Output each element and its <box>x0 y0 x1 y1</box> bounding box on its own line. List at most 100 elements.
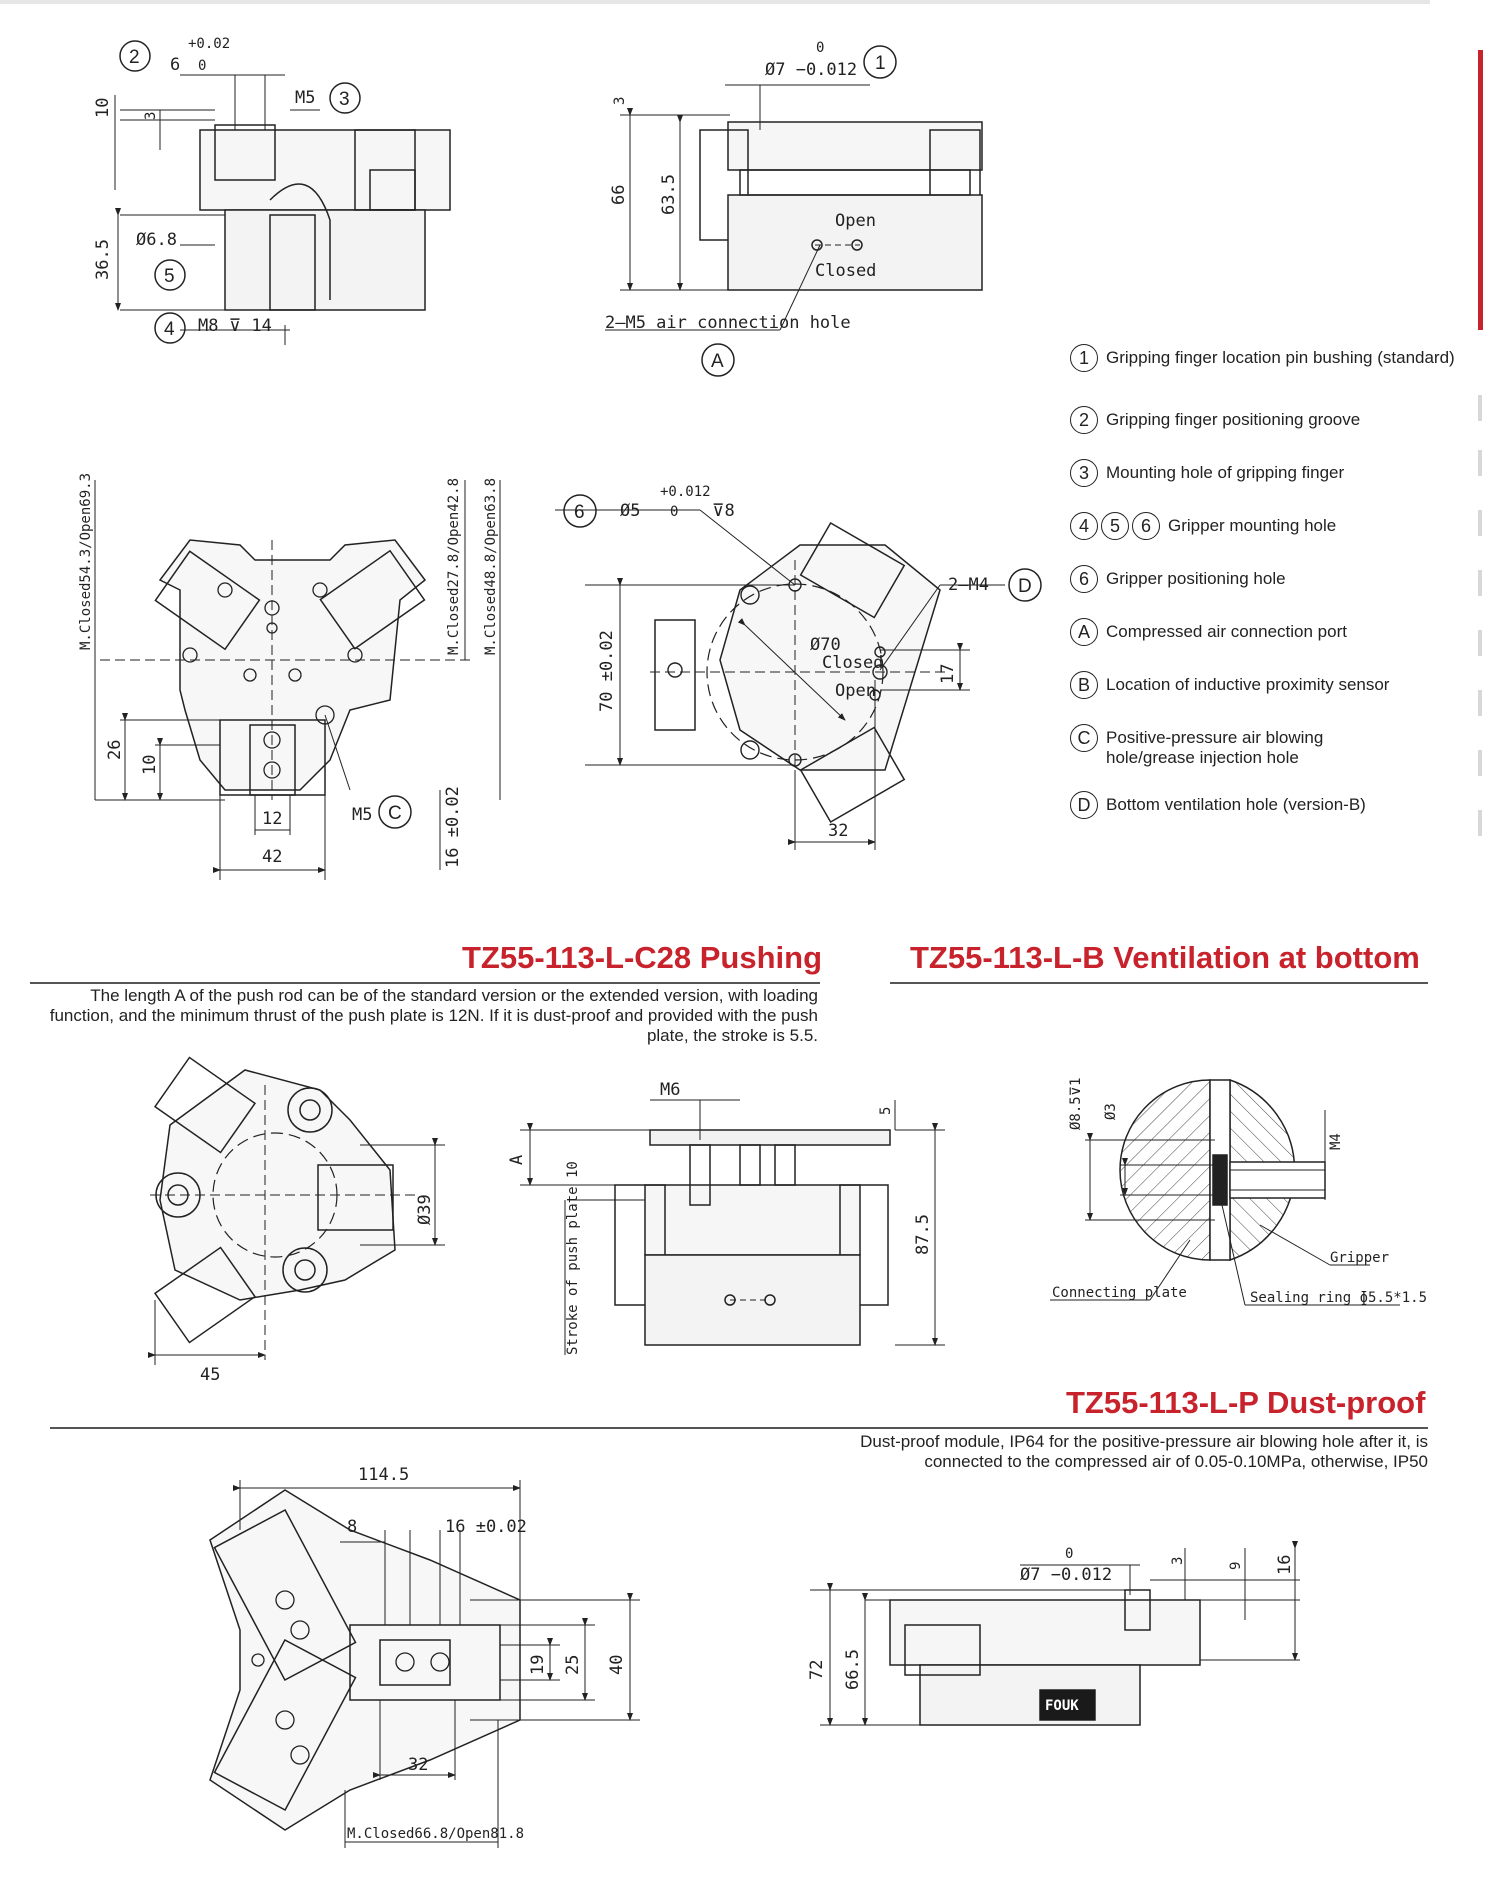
label-connecting-plate: Connecting plate <box>1052 1285 1187 1301</box>
callout-6 <box>563 494 597 528</box>
legend-marker: A <box>1070 618 1098 646</box>
legend-text: Gripper positioning hole <box>1106 569 1286 588</box>
callout-3-label: 3 <box>339 89 350 110</box>
dim-16: 16 <box>1275 1555 1295 1575</box>
legend-item-c: C Positive-pressure air blowing hole/gre… <box>1070 724 1470 768</box>
dim-phi70: Ø70 <box>810 635 841 655</box>
legend-marker: 4 <box>1070 512 1098 540</box>
legend-text: Mounting hole of gripping finger <box>1106 463 1345 482</box>
dim-phi6-8: Ø6.8 <box>136 230 177 250</box>
drawing-dustproof-side-view <box>810 1541 1300 1726</box>
callout-2 <box>119 40 151 72</box>
callout-3 <box>329 82 361 114</box>
top-border-line <box>0 0 1430 4</box>
drawing-front-view-top <box>605 84 983 331</box>
label-open: Open <box>835 681 876 701</box>
dim-19: 19 <box>528 1655 548 1675</box>
dim-6: 6 <box>170 55 180 75</box>
dim-72: 72 <box>807 1660 827 1680</box>
callout-5 <box>154 259 186 291</box>
dim-3: 3 <box>1170 1557 1186 1565</box>
label-open: Open <box>835 211 876 231</box>
dim-66: 66 <box>609 185 629 205</box>
dustproof-holes <box>251 1590 450 1765</box>
dim-phi8-5: Ø8.5⊽1 <box>1068 1078 1084 1130</box>
dim-17: 17 <box>938 664 958 684</box>
dim-m5: M5 <box>295 88 315 108</box>
section-title-pushing: TZ55-113-L-C28 Pushing <box>462 940 823 975</box>
callout-1 <box>863 45 897 79</box>
dim-70: 70 ±0.02 <box>597 630 617 712</box>
section-desc-dustproof: Dust-proof module, IP64 for the positive… <box>860 1432 1428 1471</box>
dim-phi5: Ø5 <box>620 501 640 521</box>
legend-marker: 5 <box>1101 512 1129 540</box>
dim-40: 40 <box>607 1655 627 1675</box>
legend-text: Bottom ventilation hole (version-B) <box>1106 795 1366 814</box>
dim-m-closed-27-8: M.Closed27.8/Open42.8 <box>446 478 462 655</box>
dim-m5: M5 <box>352 805 372 825</box>
dim-66-5: 66.5 <box>843 1649 863 1690</box>
section-desc-pushing: The length A of the push rod can be of t… <box>49 986 818 1045</box>
legend-item-3: 3 Mounting hole of gripping finger <box>1070 459 1470 487</box>
legend-marker: 6 <box>1132 512 1160 540</box>
legend-marker: 2 <box>1070 406 1098 434</box>
dim-36-5: 36.5 <box>93 239 113 280</box>
callout-c-label: C <box>388 803 402 824</box>
section-title-dustproof: TZ55-113-L-P Dust-proof <box>1066 1385 1426 1420</box>
dim-tolerance: +0.012 <box>660 484 711 500</box>
legend-marker: D <box>1070 791 1098 819</box>
drawing-top-view-left <box>94 480 501 880</box>
legend-item-b: B Location of inductive proximity sensor <box>1070 671 1470 699</box>
dim-87-5: 87.5 <box>913 1214 933 1255</box>
section-title-ventilation: TZ55-113-L-B Ventilation at bottom <box>910 940 1420 975</box>
dim-phi7: Ø7 −0.012 <box>1020 1565 1112 1585</box>
callout-a <box>701 343 735 377</box>
dim-depth-8: ⊽8 <box>712 501 735 521</box>
top-view-holes <box>182 582 363 779</box>
dim-32: 32 <box>828 821 848 841</box>
dim-0: 0 <box>198 58 206 74</box>
callout-6-label: 6 <box>574 502 585 523</box>
fouk-logo-plate <box>1040 1690 1095 1720</box>
dim-m-closed-66-8: M.Closed66.8/Open81.8 <box>347 1826 524 1842</box>
callout-d-label: D <box>1018 576 1032 597</box>
label-gripper: Gripper <box>1330 1250 1389 1266</box>
callout-4 <box>154 312 186 344</box>
dim-tolerance: +0.02 <box>188 36 230 52</box>
label-closed: Closed <box>815 261 876 281</box>
dim-m4: M4 <box>1328 1133 1344 1150</box>
callout-c <box>378 795 412 829</box>
drawing-bottom-view <box>555 509 1005 850</box>
legend-text: Gripping finger location pin bushing (st… <box>1106 348 1455 367</box>
page-accent-bar <box>1478 50 1483 330</box>
legend-text: Compressed air connection port <box>1106 622 1347 641</box>
legend-marker: 3 <box>1070 459 1098 487</box>
legend-text: Gripper mounting hole <box>1168 516 1337 535</box>
dim-3: 3 <box>143 112 159 120</box>
dim-m-closed-48-8: M.Closed48.8/Open63.8 <box>483 478 499 655</box>
drawing-dustproof-top-view <box>209 1480 640 1848</box>
dim-16: 16 ±0.02 <box>443 786 463 868</box>
fouk-logo-text: FOUK <box>1045 1698 1079 1714</box>
dim-42: 42 <box>262 847 282 867</box>
dim-phi3: Ø3 <box>1103 1103 1119 1120</box>
dim-m8: M8 ⊽ 14 <box>198 316 272 336</box>
drawing-side-view-left <box>114 74 451 345</box>
callout-4-label: 4 <box>164 319 175 340</box>
dim-25: 25 <box>563 1655 583 1675</box>
legend-item-1: 1 Gripping finger location pin bushing (… <box>1070 344 1470 372</box>
drawing-pushing-top-view <box>148 1056 445 1365</box>
callout-5-label: 5 <box>164 266 175 287</box>
dim-0: 0 <box>816 40 824 56</box>
legend-text: Gripping finger positioning groove <box>1106 410 1361 429</box>
legend-marker: C <box>1070 724 1098 752</box>
legend-item-6: 6 Gripper positioning hole <box>1070 565 1470 593</box>
drawing-pushing-side-view <box>520 1099 945 1355</box>
dim-63-5: 63.5 <box>659 174 679 215</box>
dim-26: 26 <box>105 740 125 760</box>
dim-10: 10 <box>93 98 113 118</box>
dim-0: 0 <box>1065 1546 1073 1562</box>
dim-m6: M6 <box>660 1080 680 1100</box>
legend-text: Positive-pressure air blowing hole/greas… <box>1106 728 1324 767</box>
dim-phi7: Ø7 −0.012 <box>765 60 857 80</box>
